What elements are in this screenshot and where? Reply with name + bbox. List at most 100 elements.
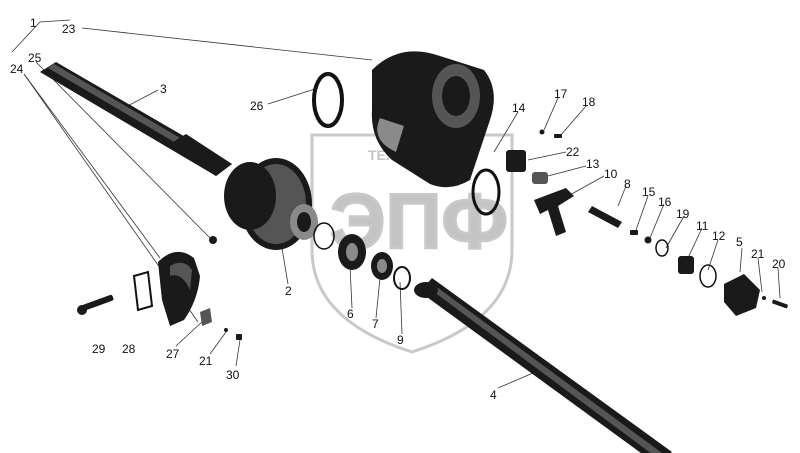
label-11: 11 [696, 219, 709, 233]
leader-16 [649, 203, 665, 239]
leader-14 [493, 111, 519, 153]
leader-8 [617, 185, 627, 207]
label-21a: 21 [751, 247, 765, 261]
housing-flange [377, 118, 404, 152]
label-10: 10 [604, 167, 618, 181]
label-24: 24 [10, 62, 24, 76]
bearing-set [313, 222, 411, 290]
label-6: 6 [347, 307, 354, 321]
leader-5 [739, 247, 743, 273]
leader-17 [543, 97, 559, 131]
leader-27 [175, 319, 205, 347]
bearing-cap-arc [170, 262, 192, 290]
leader-10 [567, 175, 605, 197]
housing-body [371, 51, 494, 188]
label-27: 27 [166, 347, 180, 361]
leader-30 [235, 339, 241, 367]
leader-22 [527, 151, 567, 161]
ball-16 [644, 236, 652, 244]
label-7: 7 [372, 317, 379, 331]
leader-6 [349, 265, 353, 309]
lock-block-22 [506, 150, 526, 172]
shift-fork-10 [534, 188, 574, 236]
label-17: 17 [554, 87, 568, 101]
leader-24a [23, 73, 161, 259]
leader-13 [547, 165, 587, 177]
lock-mechanism-parts [506, 129, 788, 316]
label-12: 12 [712, 229, 726, 243]
ball-25 [209, 236, 217, 244]
leader-9 [399, 281, 403, 335]
watermark-shield [310, 133, 514, 354]
leader-lines [11, 19, 781, 389]
label-23: 23 [62, 22, 76, 36]
leader-2 [281, 247, 289, 285]
label-16: 16 [658, 195, 672, 209]
bearing-7-bore [377, 259, 387, 273]
shaft-lower-highlight [426, 282, 662, 453]
leader-11 [687, 227, 703, 259]
nut-11 [678, 256, 694, 274]
pin-15 [630, 230, 638, 235]
leader-23 [81, 27, 373, 61]
label-21b: 21 [199, 354, 213, 368]
leader-15 [635, 195, 649, 231]
label-9: 9 [397, 333, 404, 347]
label-26: 26 [250, 99, 264, 113]
label-14: 14 [512, 101, 526, 115]
bolt-29 [80, 294, 114, 312]
label-4: 4 [490, 388, 497, 402]
pin-21b [224, 328, 228, 332]
bolt-29-head [77, 305, 87, 315]
label-13: 13 [586, 157, 600, 171]
carrier-hub-bore [297, 212, 311, 232]
ring-19 [655, 239, 669, 257]
snap-ring-14 [471, 168, 501, 216]
pin-21a [762, 296, 766, 300]
leader-20 [777, 267, 781, 299]
snap-ring-26 [312, 72, 344, 128]
lock-tab-27 [200, 308, 212, 326]
ring-9 [393, 266, 411, 290]
label-5: 5 [736, 235, 743, 249]
label-20: 20 [772, 257, 786, 271]
label-18: 18 [582, 95, 596, 109]
housing-bore-inner [442, 76, 470, 116]
label-2: 2 [285, 284, 292, 298]
label-22: 22 [566, 145, 580, 159]
leader-26 [267, 87, 319, 105]
differential-housing [371, 51, 494, 188]
bearing-6-bore [346, 243, 358, 261]
pin-17 [539, 129, 545, 135]
leader-18 [559, 105, 587, 137]
shaft-upper-splines [170, 134, 232, 176]
leader-19 [665, 215, 685, 249]
bolt-20 [772, 299, 788, 309]
thin-ring [313, 222, 335, 250]
sleeve-13 [532, 172, 548, 184]
screw-18 [554, 134, 562, 138]
leader-25 [35, 61, 213, 241]
label-15: 15 [642, 185, 656, 199]
part-labels: 1 2 3 4 5 6 7 8 9 10 11 12 13 14 15 16 1… [10, 16, 786, 402]
axle-shaft-lower [414, 278, 672, 453]
shaft-lower-flange [414, 282, 438, 298]
rod-8 [588, 206, 622, 228]
lock-plate-28 [132, 270, 154, 312]
bearing-cap-parts [77, 251, 242, 340]
axle-shaft-upper [40, 62, 232, 176]
leader-21a [757, 257, 763, 293]
cover-5 [724, 274, 760, 316]
leader-1 [11, 19, 71, 53]
label-8: 8 [624, 177, 631, 191]
leader-21b [209, 331, 227, 355]
label-19: 19 [676, 207, 690, 221]
leader-7 [375, 277, 381, 319]
label-28: 28 [122, 342, 136, 356]
gasket-12 [699, 264, 717, 288]
differential-carrier [224, 158, 318, 250]
screw-30 [236, 334, 242, 340]
carrier-body [224, 162, 276, 230]
label-3: 3 [160, 82, 167, 96]
